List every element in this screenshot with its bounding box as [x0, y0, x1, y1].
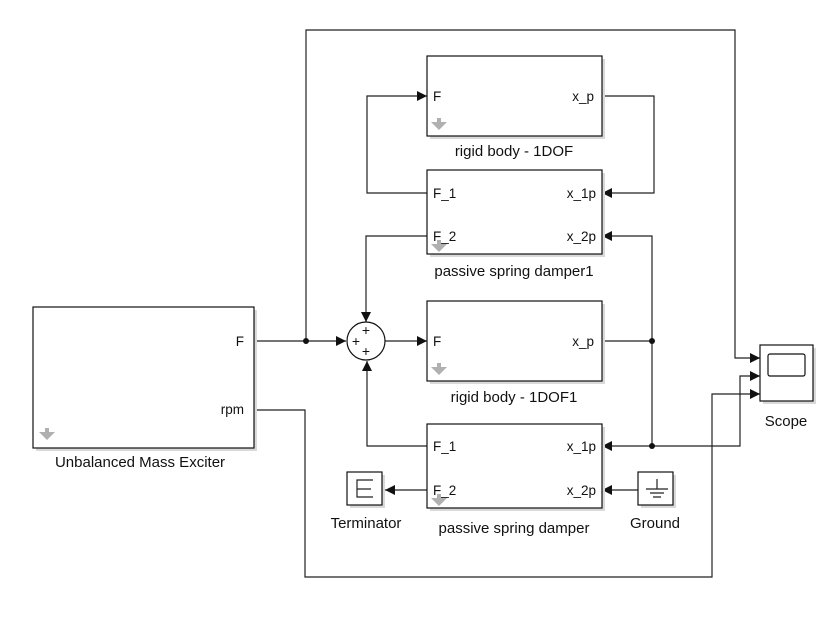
port-label-f2: F_2	[433, 229, 456, 244]
wire-force-to-scope[interactable]	[305, 29, 760, 363]
port-label-xp: x_p	[572, 334, 594, 349]
port-label-f1: F_1	[433, 439, 456, 454]
subsystem-down-arrow-icon	[431, 118, 447, 130]
wire-rpm-to-scope[interactable]	[254, 389, 760, 578]
block-label: passive spring damper1	[434, 263, 593, 280]
wire-rigid1-xp-to-spring1[interactable]	[602, 95, 655, 198]
sum-sign-bottom: +	[362, 343, 370, 359]
scope-screen-icon	[767, 353, 806, 377]
block-unbalanced-mass-exciter[interactable]: F rpm Unbalanced Mass Exciter	[32, 306, 257, 471]
terminator-icon	[356, 479, 373, 498]
block-label: Unbalanced Mass Exciter	[55, 454, 225, 471]
port-label-x2p: x_2p	[567, 483, 596, 498]
subsystem-down-arrow-icon	[39, 428, 55, 440]
block-terminator[interactable]: Terminator	[331, 471, 402, 532]
port-label-x1p: x_1p	[567, 186, 596, 201]
wire-rigid2-to-spring2-x1p[interactable]	[602, 341, 653, 451]
port-label-x2p: x_2p	[567, 229, 596, 244]
block-label: Terminator	[331, 515, 402, 532]
port-label-f: F	[236, 334, 244, 349]
block-label: passive spring damper	[439, 520, 590, 537]
block-label: Ground	[630, 515, 680, 532]
block-rigid-body-1dof[interactable]: F x_p rigid body - 1DOF	[426, 55, 605, 160]
block-label: rigid body - 1DOF1	[451, 389, 578, 406]
wire-rigid2-to-spring1-x2p[interactable]	[602, 231, 653, 341]
subsystem-down-arrow-icon	[431, 240, 447, 252]
branch-point	[649, 338, 655, 344]
block-label: rigid body - 1DOF	[455, 143, 573, 160]
subsystem-down-arrow-icon	[431, 363, 447, 375]
wire-rigid2-to-scope[interactable]	[652, 371, 760, 447]
block-label: Scope	[765, 413, 808, 430]
port-label-f: F	[433, 334, 441, 349]
block-passive-spring-damper1[interactable]: F_1 F_2 x_1p x_2p passive spring damper1	[426, 169, 605, 280]
wire-spring2-f1-to-sum[interactable]	[362, 361, 427, 447]
port-label-f2: F_2	[433, 483, 456, 498]
signal-lines	[254, 29, 760, 578]
port-label-rpm: rpm	[221, 402, 244, 417]
branch-point	[649, 443, 655, 449]
sum-sign-top: +	[362, 322, 370, 338]
block-passive-spring-damper[interactable]: F_1 F_2 x_1p x_2p passive spring damper	[426, 423, 605, 537]
wire-spring1-f1-to-rigid1[interactable]	[366, 91, 427, 194]
port-label-f1: F_1	[433, 186, 456, 201]
wire-spring1-f2-to-sum[interactable]	[361, 235, 427, 322]
block-sum[interactable]: + + +	[346, 321, 386, 361]
port-label-xp: x_p	[572, 89, 594, 104]
branch-point	[303, 338, 309, 344]
sum-sign-left: +	[352, 333, 360, 349]
block-ground[interactable]: Ground	[630, 471, 680, 532]
block-scope[interactable]: Scope	[759, 344, 816, 430]
subsystem-down-arrow-icon	[431, 494, 447, 506]
port-label-f: F	[433, 89, 441, 104]
port-label-x1p: x_1p	[567, 439, 596, 454]
block-rigid-body-1dof1[interactable]: F x_p rigid body - 1DOF1	[426, 300, 605, 406]
ground-icon	[646, 479, 668, 498]
